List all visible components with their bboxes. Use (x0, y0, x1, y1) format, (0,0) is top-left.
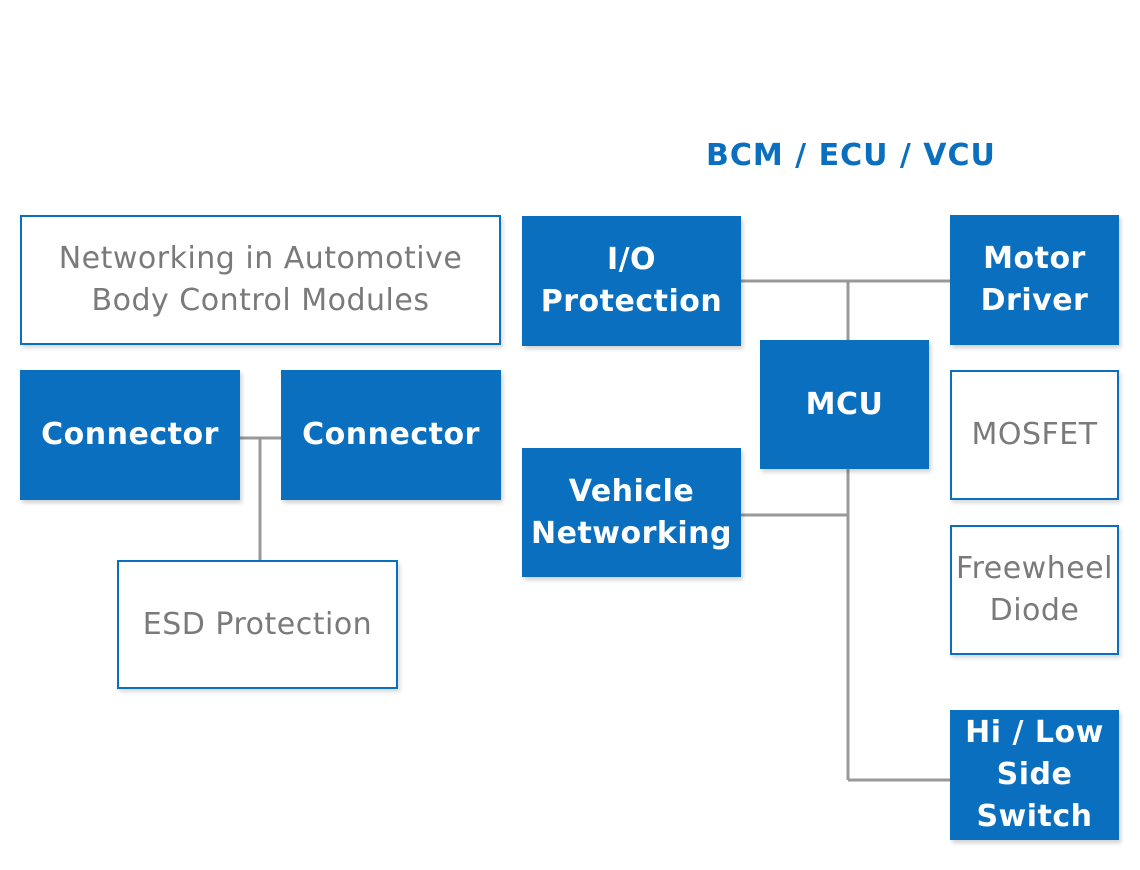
esd-protection-box: ESD Protection (117, 560, 398, 689)
connector-right-box: Connector (281, 370, 501, 500)
application-label-box: Networking in Automotive Body Control Mo… (20, 215, 501, 345)
vehicle-networking-box: Vehicle Networking (522, 448, 741, 577)
freewheel-diode-box: Freewheel Diode (950, 525, 1119, 655)
motor-driver-box: Motor Driver (950, 215, 1119, 345)
io-protection-box: I/O Protection (522, 216, 741, 346)
mosfet-box: MOSFET (950, 370, 1119, 500)
connector-left-box: Connector (20, 370, 240, 500)
hi-low-side-switch-box: Hi / Low Side Switch (950, 710, 1119, 840)
ecu-group-title: BCM / ECU / VCU (706, 138, 996, 173)
mcu-box: MCU (760, 340, 929, 469)
